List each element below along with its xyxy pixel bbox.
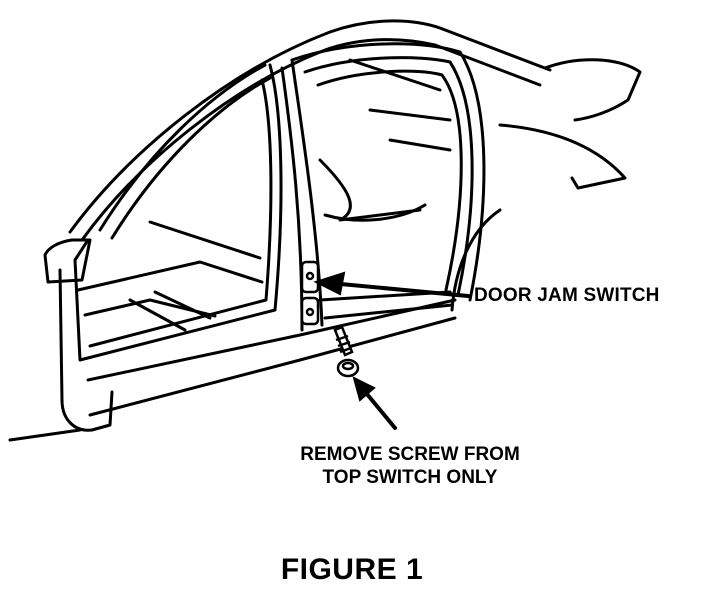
front-seat-line <box>148 220 262 260</box>
rear-seat-line3 <box>388 138 452 152</box>
a-pillar <box>98 63 267 232</box>
front-rocker <box>128 298 187 332</box>
figure-caption: FIGURE 1 <box>280 553 424 586</box>
rear-seat-cushion <box>323 203 427 222</box>
rear-seat-line2 <box>368 108 452 122</box>
rear-door-opening-inner-2 <box>316 69 463 292</box>
rear-seat-back <box>318 158 422 222</box>
rocker-panel <box>86 298 457 382</box>
rear-door-opening-inner <box>303 56 474 297</box>
rear-deck <box>543 58 642 122</box>
door-jam-leader <box>328 281 470 298</box>
screw-arrowhead <box>352 376 376 402</box>
screw <box>333 325 360 378</box>
rear-door-opening <box>290 42 486 302</box>
remove-screw-label: REMOVE SCREW FROM TOP SWITCH ONLY <box>270 443 550 489</box>
front-door-opening <box>73 63 283 362</box>
front-sill <box>58 268 114 432</box>
door-jam-arrowhead <box>313 271 346 296</box>
fender-edge <box>8 428 82 442</box>
switch-top-screw <box>305 271 315 281</box>
b-pillar-right <box>290 58 324 327</box>
front-floor-rail <box>83 298 217 318</box>
a-pillar-inner <box>110 76 272 240</box>
front-door-opening-inner <box>88 78 273 348</box>
rear-sill-2 <box>323 303 454 320</box>
rear-quarter <box>498 123 627 190</box>
remove-screw-line1: REMOVE SCREW FROM <box>300 444 520 465</box>
front-rocker-2 <box>153 290 212 320</box>
rocker-panel-bottom <box>88 316 457 417</box>
rear-seat-line1 <box>348 58 442 92</box>
door-jam-switch-label: DOOR JAM SWITCH <box>474 285 660 306</box>
roof-outline <box>68 19 552 234</box>
front-floor <box>76 260 264 292</box>
remove-screw-line2: TOP SWITCH ONLY <box>322 467 498 488</box>
front-bumper-top <box>43 238 92 284</box>
switch-bottom-screw <box>305 307 315 317</box>
